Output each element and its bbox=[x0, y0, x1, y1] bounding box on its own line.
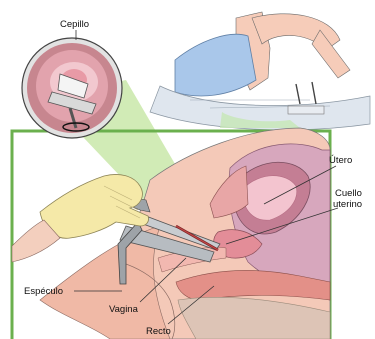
label-uterus: Útero bbox=[329, 155, 352, 166]
label-speculum: Espéculo bbox=[24, 286, 63, 297]
magnified-cervix-view bbox=[22, 38, 122, 138]
label-brush: Cepillo bbox=[60, 19, 89, 30]
label-cervix-line1: Cuello bbox=[335, 188, 362, 199]
label-vagina: Vagina bbox=[109, 304, 138, 315]
label-cervix-line2: uterino bbox=[333, 199, 362, 210]
patient-on-table bbox=[150, 12, 370, 130]
label-rectum: Recto bbox=[146, 326, 171, 337]
